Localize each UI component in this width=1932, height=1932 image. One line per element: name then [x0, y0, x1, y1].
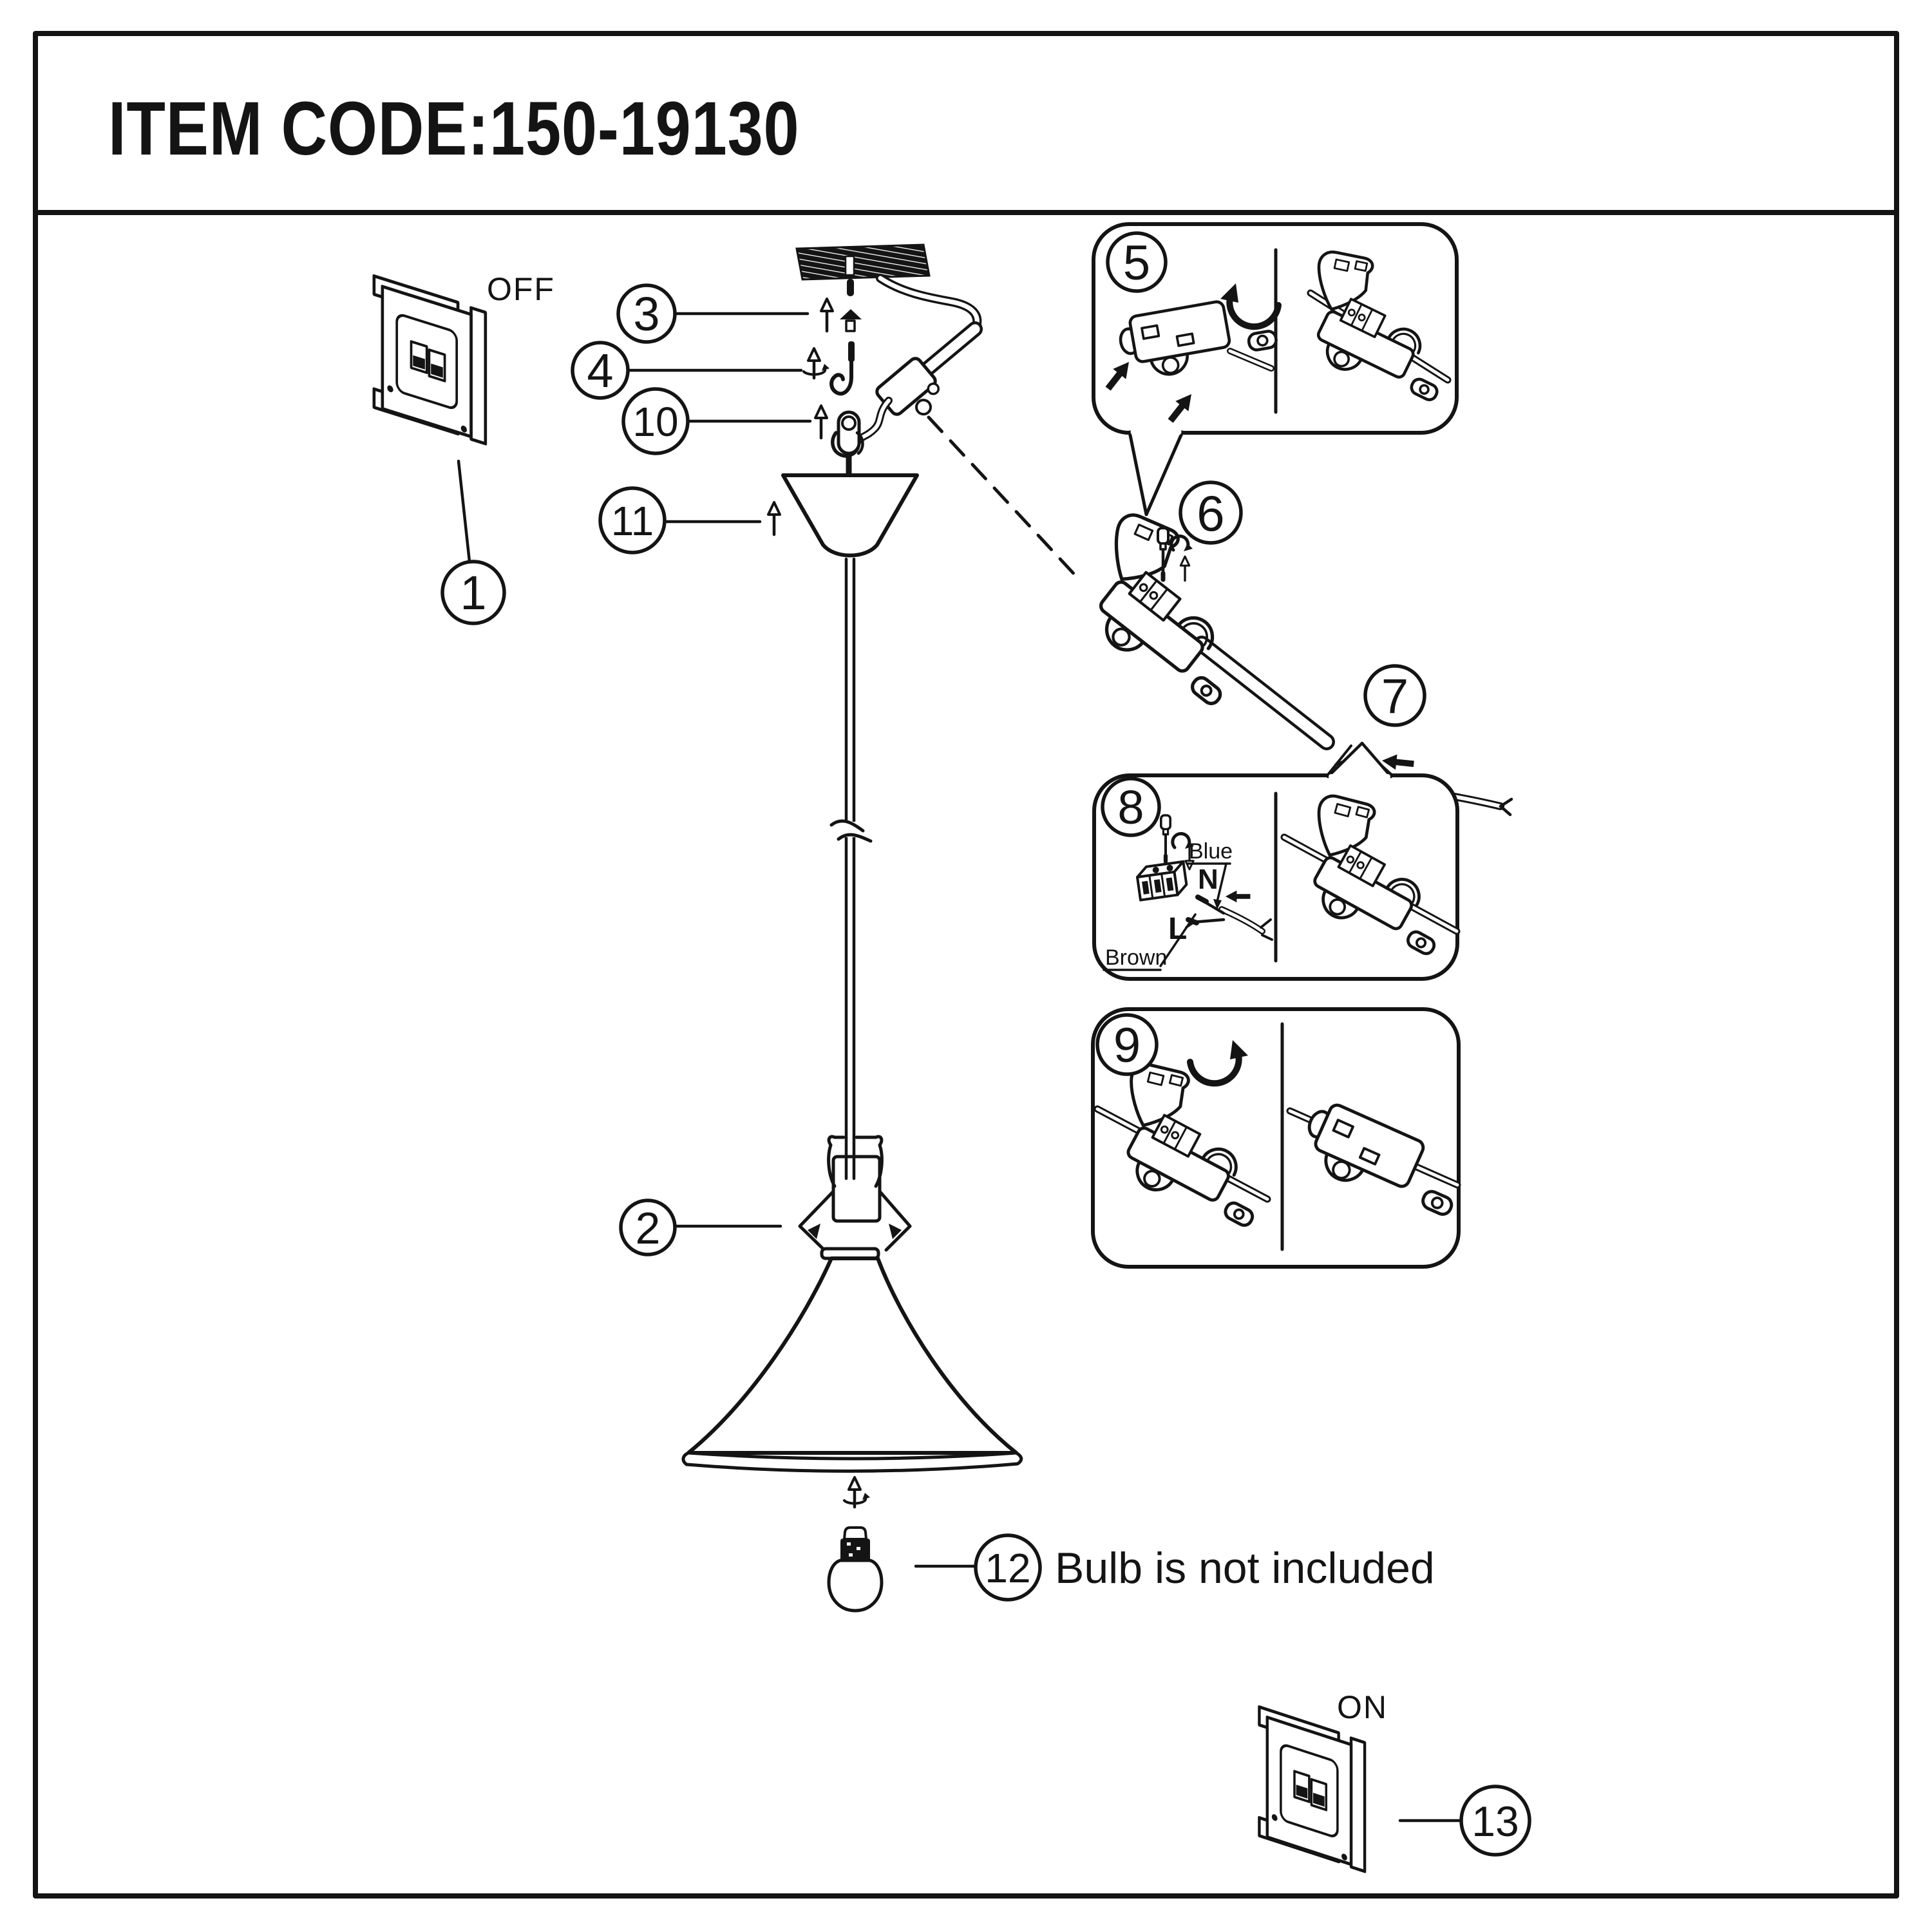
svg-text:9: 9 — [1113, 1018, 1141, 1073]
panel-5: 5 — [1092, 222, 1477, 516]
ceiling-group — [795, 243, 931, 281]
callout-11: 11 — [598, 486, 667, 554]
fusebox-on-illustration — [1259, 1707, 1365, 1871]
callout-2: 2 — [619, 1198, 677, 1256]
bracket-arrow-left — [808, 1224, 820, 1239]
panel-8: Blue N L Brown 8 — [1092, 741, 1479, 981]
hanging-eyelet — [831, 410, 864, 480]
blue-leader-arrowhead — [1213, 899, 1222, 909]
bulb-screw-rotate-icon — [844, 1477, 870, 1507]
blue-label: Blue — [1189, 839, 1233, 864]
install-arrow-10-icon — [815, 406, 827, 438]
svg-text:4: 4 — [587, 344, 613, 397]
ceiling-slot — [844, 255, 855, 276]
off-label: OFF — [487, 271, 555, 307]
svg-text:3: 3 — [633, 287, 659, 341]
bracket-arm-left — [798, 1189, 835, 1252]
bracket-arrow-right — [889, 1224, 902, 1239]
svg-text:13: 13 — [1472, 1797, 1519, 1845]
svg-text:2: 2 — [636, 1203, 661, 1253]
eyelet-hook — [831, 431, 860, 458]
fusebox-off-illustration — [374, 276, 486, 444]
rotate-cw-arrow — [1187, 1040, 1248, 1087]
step-6-group: 6 — [1058, 480, 1335, 750]
bulb-group: 12 Bulb is not included — [827, 1477, 1435, 1613]
neutral-label: N — [1198, 864, 1218, 895]
ceiling-hook-icon — [829, 341, 855, 396]
callout-8: 8 — [1101, 777, 1161, 837]
install-arrow-3-icon — [821, 299, 833, 331]
ceiling-plate — [795, 243, 931, 281]
fusebox-off-group: OFF 1 — [374, 271, 555, 625]
brown-label: Brown — [1105, 945, 1167, 970]
on-label: ON — [1337, 1689, 1388, 1725]
shade-cone — [687, 1256, 1018, 1455]
mains-cable-core — [878, 276, 980, 331]
svg-text:11: 11 — [611, 498, 654, 544]
rotate-mini-arrow — [1170, 535, 1193, 552]
page-frame — [33, 31, 1899, 1899]
svg-text:1: 1 — [460, 566, 486, 620]
svg-text:5: 5 — [1123, 236, 1150, 290]
outer-border — [33, 31, 1899, 1899]
callout-13: 13 — [1459, 1785, 1531, 1857]
callout-7: 7 — [1363, 664, 1426, 727]
cable-break-tick-1 — [829, 819, 865, 833]
callout-3: 3 — [616, 283, 677, 344]
panel-8-tail — [1326, 741, 1393, 779]
shade-rim — [681, 1451, 1023, 1473]
callout-6: 6 — [1179, 480, 1243, 545]
bulb-globe — [827, 1558, 884, 1613]
wall-plug-icon — [840, 279, 862, 332]
parts-callouts: 3 4 10 11 — [571, 279, 862, 554]
screw-in-rotate-icon — [804, 348, 829, 378]
rotate-ccw-arrow — [1220, 283, 1282, 330]
canopy-cone — [781, 473, 919, 558]
panel-5-tail — [1128, 430, 1184, 516]
svg-text:6: 6 — [1197, 485, 1224, 542]
callout-12: 12 — [974, 1533, 1042, 1602]
strain-relief-right — [855, 1135, 884, 1188]
panel-8-pointer-left — [1326, 744, 1352, 777]
bulb-base — [840, 1539, 870, 1561]
strain-relief-left — [827, 1135, 846, 1188]
svg-text:7: 7 — [1381, 669, 1408, 724]
install-arrow-11-icon — [768, 502, 780, 535]
drop-cable — [829, 557, 873, 1139]
fusebox-on-group: ON 13 — [1259, 1689, 1531, 1871]
bracket-arm-right — [878, 1189, 912, 1252]
bulb-note: Bulb is not included — [1055, 1544, 1435, 1593]
callout-4: 4 — [571, 341, 630, 400]
cable-break-tick-2 — [837, 833, 873, 843]
svg-text:8: 8 — [1117, 781, 1144, 834]
bulb-tip — [843, 1526, 867, 1540]
leader-1 — [457, 459, 471, 564]
page-title: ITEM CODE:150-19130 — [108, 86, 800, 171]
panel-9: 9 — [1088, 1007, 1470, 1269]
svg-text:12: 12 — [985, 1545, 1030, 1591]
callout-9: 9 — [1095, 1013, 1159, 1076]
insert-arrow-icon — [1179, 555, 1191, 582]
lamp-group: 2 — [619, 1135, 1023, 1473]
socket-body — [831, 1155, 882, 1223]
cable-end-fray — [1499, 797, 1513, 817]
mains-cable-group — [876, 274, 983, 376]
svg-text:10: 10 — [632, 399, 678, 445]
callout-5: 5 — [1106, 231, 1168, 293]
callout-1: 1 — [440, 560, 506, 625]
detail-pointer-dashed — [927, 415, 1080, 580]
callout-10: 10 — [621, 387, 690, 455]
cable-sleeve — [923, 324, 980, 374]
rotate-mini-arrow-8 — [1171, 832, 1194, 849]
